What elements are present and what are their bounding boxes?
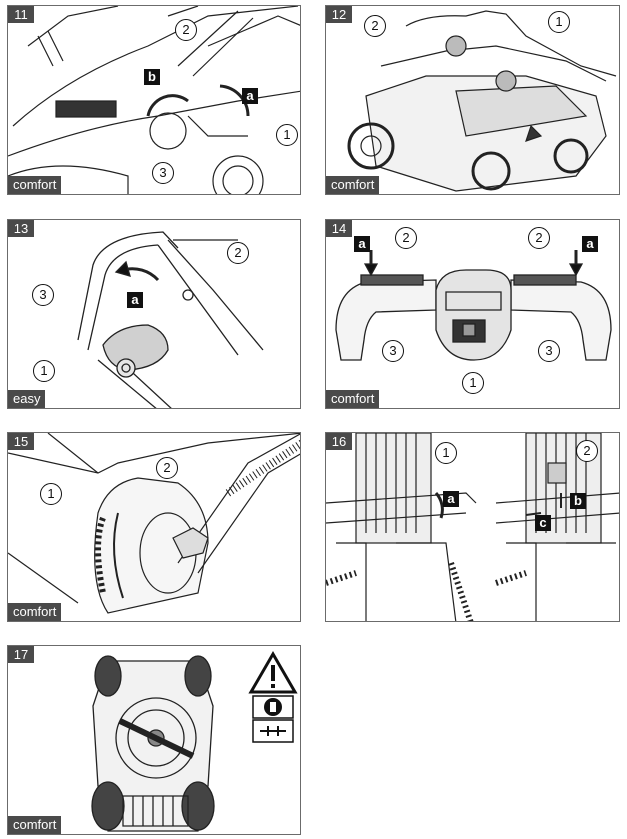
figure-14: 14 2 2 3 3 1 a a comfort bbox=[325, 219, 620, 409]
figure-13: 13 2 3 1 a easy bbox=[7, 219, 301, 409]
figure-number: 17 bbox=[8, 646, 34, 663]
model-tag: comfort bbox=[326, 390, 380, 408]
figure-17-illustration bbox=[91, 655, 215, 832]
label-b: b bbox=[144, 69, 160, 85]
callout-2: 2 bbox=[156, 457, 178, 479]
figure-16: 16 1 2 a b c bbox=[325, 432, 620, 622]
disconnect-icon bbox=[252, 719, 294, 743]
model-tag: comfort bbox=[8, 816, 62, 834]
figure-12-illustration bbox=[347, 10, 617, 192]
warning-triangle-icon bbox=[248, 651, 298, 694]
figure-number: 11 bbox=[8, 6, 34, 23]
callout-2: 2 bbox=[528, 227, 550, 249]
figure-17: 17 comfort bbox=[7, 645, 301, 835]
model-tag: comfort bbox=[8, 176, 62, 194]
callout-3: 3 bbox=[32, 284, 54, 306]
label-a: a bbox=[242, 88, 258, 104]
figure-16-illustration bbox=[326, 433, 619, 621]
label-c: c bbox=[535, 515, 551, 531]
callout-3: 3 bbox=[538, 340, 560, 362]
model-tag: easy bbox=[8, 390, 46, 408]
figure-14-illustration bbox=[335, 250, 612, 361]
figure-number: 14 bbox=[326, 220, 352, 237]
label-a: a bbox=[443, 491, 459, 507]
callout-1: 1 bbox=[276, 124, 298, 146]
callout-1: 1 bbox=[435, 442, 457, 464]
callout-1: 1 bbox=[33, 360, 55, 382]
label-a: a bbox=[582, 236, 598, 252]
figure-11-illustration bbox=[8, 6, 300, 194]
callout-1: 1 bbox=[548, 11, 570, 33]
callout-1: 1 bbox=[462, 372, 484, 394]
model-tag: comfort bbox=[8, 603, 62, 621]
callout-2: 2 bbox=[395, 227, 417, 249]
callout-2: 2 bbox=[175, 19, 197, 41]
callout-3: 3 bbox=[152, 162, 174, 184]
label-a: a bbox=[127, 292, 143, 308]
safety-icons bbox=[248, 651, 298, 743]
figure-number: 13 bbox=[8, 220, 34, 237]
figure-number: 15 bbox=[8, 433, 34, 450]
figure-number: 12 bbox=[326, 6, 352, 23]
callout-2: 2 bbox=[227, 242, 249, 264]
figure-12: 12 2 1 comfort bbox=[325, 5, 620, 195]
figure-15-illustration bbox=[8, 433, 300, 614]
callout-3: 3 bbox=[382, 340, 404, 362]
figure-15: 15 2 1 comfort bbox=[7, 432, 301, 622]
figure-13-illustration bbox=[77, 231, 264, 408]
figure-number: 16 bbox=[326, 433, 352, 450]
read-manual-icon bbox=[252, 695, 294, 719]
callout-2: 2 bbox=[576, 440, 598, 462]
callout-2: 2 bbox=[364, 15, 386, 37]
figure-11: 11 2 1 3 b a comfort bbox=[7, 5, 301, 195]
model-tag: comfort bbox=[326, 176, 380, 194]
callout-1: 1 bbox=[40, 483, 62, 505]
label-b: b bbox=[570, 493, 586, 509]
label-a: a bbox=[354, 236, 370, 252]
